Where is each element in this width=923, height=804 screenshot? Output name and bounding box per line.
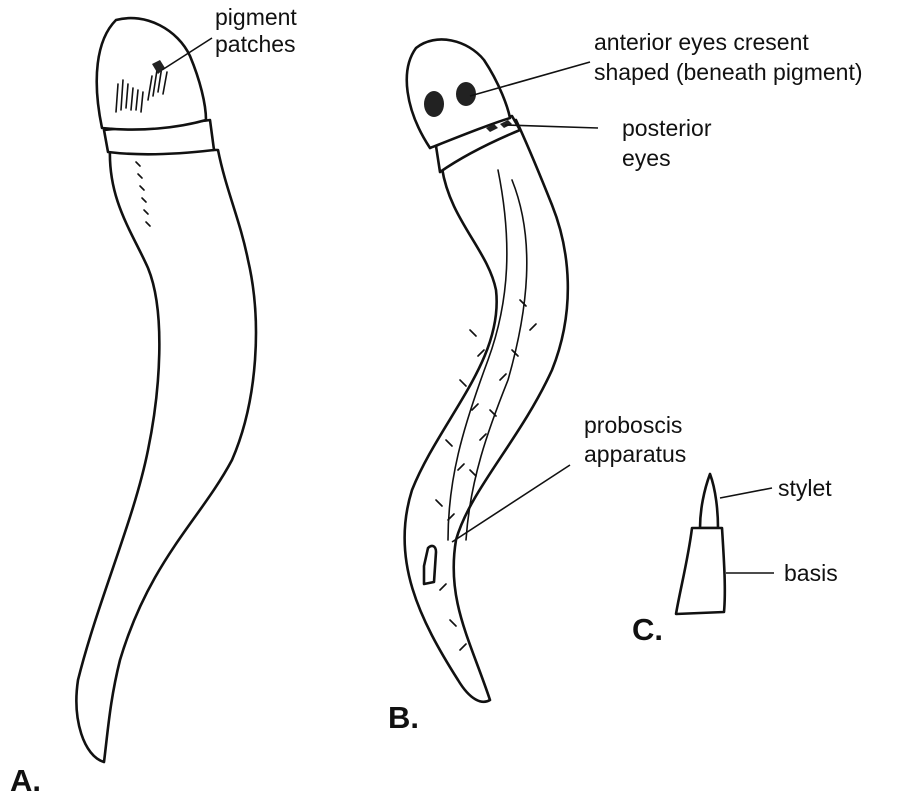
anterior-eyes-label-line1: anterior eyes cresent — [594, 29, 809, 55]
anterior-eyes-label-line2: shaped (beneath pigment) — [594, 59, 863, 85]
proboscis-label-line2: apparatus — [584, 441, 686, 467]
worm-b-body — [405, 120, 568, 702]
stylet-detail: stylet basis C. — [632, 474, 838, 647]
worm-b: anterior eyes cresent shaped (beneath pig… — [388, 29, 863, 735]
stylet-label: stylet — [778, 475, 832, 501]
worm-a-head — [97, 18, 206, 129]
panel-label-c: C. — [632, 612, 663, 647]
pigment-label-line2: patches — [215, 31, 296, 57]
pigment-label-line1: pigment — [215, 4, 297, 30]
basis-shape — [676, 528, 725, 614]
proboscis-label: proboscis apparatus — [584, 412, 686, 467]
worm-a-body — [76, 148, 255, 762]
panel-label-a: A. — [10, 763, 41, 798]
proboscis-label-line1: proboscis — [584, 412, 682, 438]
anterior-eyes-label: anterior eyes cresent shaped (beneath pig… — [594, 29, 863, 85]
basis-label: basis — [784, 560, 838, 586]
posterior-eyes-label-line2: eyes — [622, 145, 671, 171]
stylet-leader — [720, 488, 772, 498]
posterior-eyes-label-line1: posterior — [622, 115, 712, 141]
panel-label-b: B. — [388, 700, 419, 735]
posterior-eyes-label: posterior eyes — [622, 115, 712, 171]
stylet-shape — [700, 474, 718, 528]
